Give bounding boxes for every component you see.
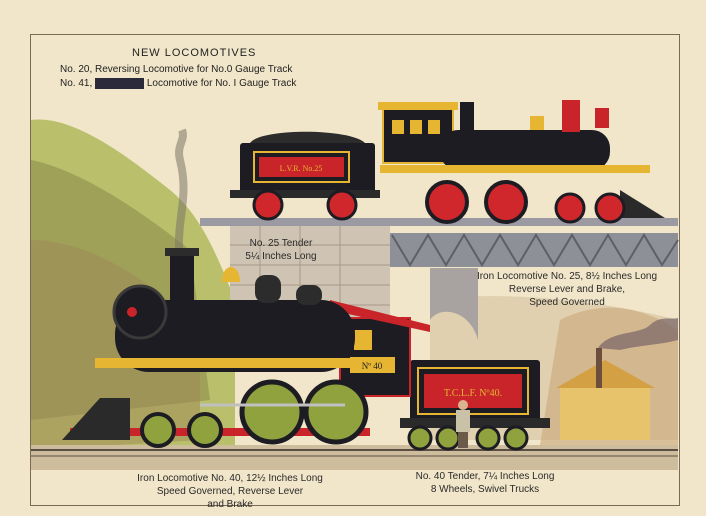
caption-tender-40: No. 40 Tender, 7¼ Inches Long 8 Wheels, …: [390, 470, 580, 496]
caption-tender-25-line-2: 5¼ Inches Long: [245, 251, 317, 262]
header-line-1: No. 20, Reversing Locomotive for No.0 Ga…: [60, 64, 293, 75]
caption-locomotive-25-line-2: Reverse Lever and Brake,: [508, 284, 626, 295]
header-line-2: No. 41, Reversing Locomotive for No. I G…: [60, 78, 296, 89]
page-title: NEW LOCOMOTIVES: [132, 47, 257, 59]
upper-locomotive: [378, 100, 665, 224]
header-line-2-suffix: Locomotive for No. I Gauge Track: [146, 78, 297, 89]
redacted-word: Reversing: [95, 78, 145, 89]
caption-locomotive-25: Iron Locomotive No. 25, 8½ Inches Long R…: [452, 270, 682, 309]
figure-person: [456, 400, 470, 448]
upper-tender: L.V.R. No.25: [230, 131, 380, 221]
header-line-2-prefix: No. 41,: [60, 78, 93, 89]
lower-locomotive: Nº 40: [62, 248, 430, 448]
caption-tender-25-line-1: No. 25 Tender: [249, 238, 313, 249]
caption-locomotive-40-line-2: Speed Governed, Reverse Lever: [156, 486, 304, 497]
lower-tender: T.C.L.F. Nº40.: [400, 360, 550, 451]
upper-tender-label: L.V.R. No.25: [280, 164, 323, 173]
illustration-frame: [30, 34, 680, 506]
caption-locomotive-25-line-3: Speed Governed: [529, 297, 605, 308]
lower-cab-label: Nº 40: [362, 361, 383, 371]
caption-tender-40-line-1: No. 40 Tender, 7¼ Inches Long: [415, 471, 555, 482]
caption-locomotive-25-line-1: Iron Locomotive No. 25, 8½ Inches Long: [476, 271, 658, 282]
caption-tender-25: No. 25 Tender 5¼ Inches Long: [236, 237, 326, 263]
lower-tender-label: T.C.L.F. Nº40.: [444, 388, 502, 399]
caption-locomotive-40-line-1: Iron Locomotive No. 40, 12½ Inches Long: [137, 473, 323, 484]
caption-locomotive-40-line-3: and Brake: [207, 499, 253, 510]
caption-locomotive-40: Iron Locomotive No. 40, 12½ Inches Long …: [110, 472, 350, 511]
caption-tender-40-line-2: 8 Wheels, Swivel Trucks: [430, 484, 540, 495]
